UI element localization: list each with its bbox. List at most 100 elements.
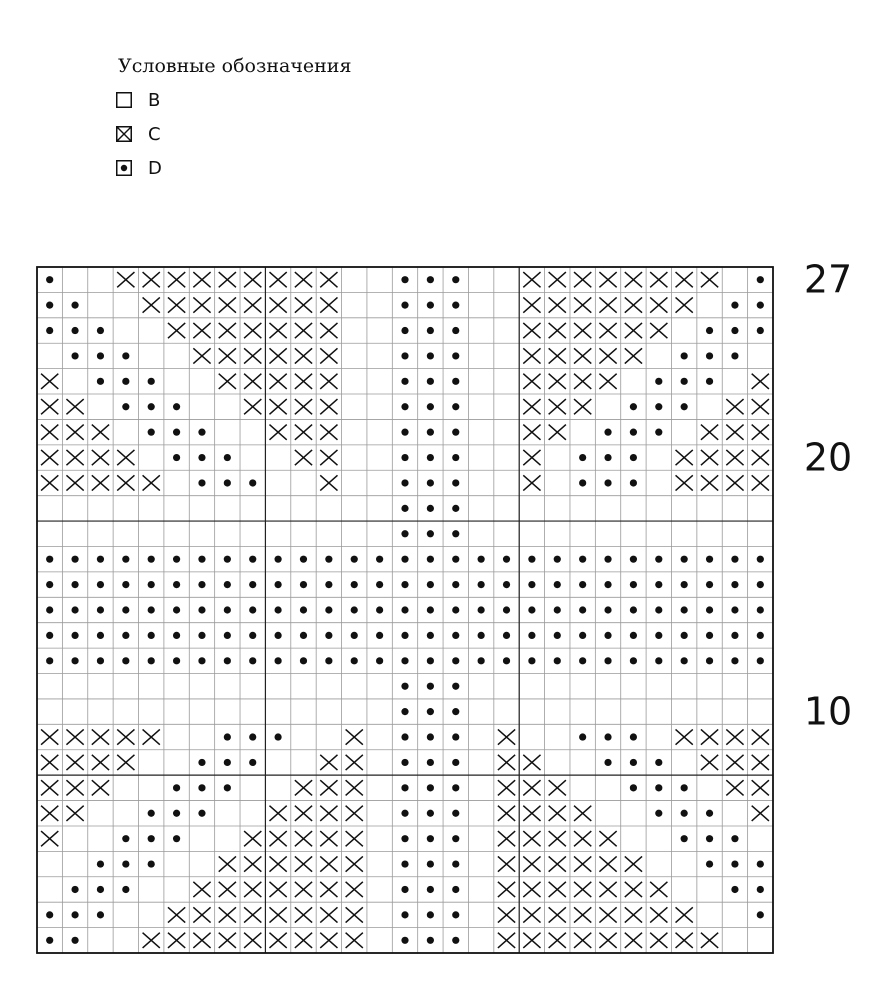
dot-stitch: [122, 580, 130, 589]
cross-stitch: [598, 830, 618, 847]
cross-stitch: [243, 881, 262, 898]
dot-stitch: [452, 606, 460, 614]
cross-stitch: [700, 754, 719, 771]
cross-stitch: [598, 906, 618, 924]
dot-stitch: [122, 835, 130, 843]
dot-stitch: [401, 809, 409, 817]
cross-stitch: [218, 373, 237, 390]
cross-stitch: [649, 322, 668, 339]
cross-stitch: [294, 932, 313, 949]
dot-stitch: [376, 631, 384, 640]
dot-stitch: [553, 580, 561, 589]
dot-stitch: [71, 885, 79, 894]
cross-stitch: [294, 906, 313, 924]
dot-stitch: [452, 276, 460, 284]
dot-stitch: [350, 580, 358, 589]
dot-stitch: [477, 606, 485, 614]
cross-stitch: [243, 855, 262, 873]
dot-stitch: [376, 657, 384, 665]
dot-stitch: [147, 403, 155, 411]
cross-stitch: [192, 271, 212, 288]
dot-stitch: [376, 606, 384, 614]
dot-stitch: [731, 885, 739, 894]
dot-stitch: [274, 657, 282, 665]
cross-stitch: [345, 728, 364, 746]
cross-stitch: [573, 347, 592, 365]
dot-stitch: [426, 784, 434, 792]
cross-stitch: [548, 322, 567, 339]
dot-stitch: [452, 403, 460, 411]
dot-stitch: [71, 301, 79, 309]
dot-stitch: [452, 453, 460, 462]
dot-stitch: [350, 657, 358, 665]
cross-stitch: [700, 449, 719, 466]
dot-stitch: [705, 631, 714, 640]
cross-stitch: [319, 449, 338, 466]
dot-stitch: [553, 606, 561, 614]
cross-stitch: [675, 728, 694, 746]
dot-stitch: [96, 580, 105, 589]
dot-stitch: [401, 885, 409, 894]
cross-stitch: [319, 932, 338, 949]
dot-stitch: [655, 657, 663, 665]
dot-stitch: [426, 377, 434, 385]
cross-stitch: [218, 906, 237, 924]
dot-stitch: [325, 631, 333, 640]
cross-stitch: [243, 906, 262, 924]
dot-stitch: [655, 606, 663, 614]
dot-stitch: [629, 733, 638, 741]
cross-stitch: [142, 932, 161, 949]
cross-stitch: [294, 423, 313, 441]
cross-stitch: [751, 398, 770, 415]
dot-stitch: [756, 606, 764, 614]
cross-stitch: [598, 373, 618, 390]
cross-stitch: [294, 373, 313, 390]
dot-stitch: [350, 606, 358, 614]
cross-stitch: [725, 728, 745, 746]
cross-stitch: [624, 271, 643, 288]
cross-stitch: [243, 398, 262, 415]
cross-stitch: [573, 271, 592, 288]
dot-stitch: [122, 631, 130, 640]
dot-stitch: [705, 606, 714, 614]
dot-stitch: [452, 326, 460, 335]
dot-stitch: [756, 276, 764, 284]
cross-stitch: [345, 932, 364, 949]
dot-stitch: [46, 555, 54, 563]
dot-stitch: [604, 428, 612, 436]
empty-square-icon: [116, 92, 132, 108]
cross-stitch: [167, 322, 186, 339]
cross-stitch: [319, 322, 338, 339]
dot-stitch: [46, 911, 54, 919]
dot-stitch: [401, 479, 409, 487]
dot-stitch: [71, 352, 79, 360]
cross-stitch: [725, 423, 745, 441]
dot-stitch: [452, 580, 460, 589]
dot-stitch: [71, 911, 79, 919]
dot-stitch: [452, 809, 460, 817]
cross-stitch: [116, 474, 135, 492]
dot-stitch: [299, 580, 308, 589]
cross-stitch: [243, 373, 262, 390]
dot-stitch: [629, 758, 638, 767]
dot-stitch: [604, 733, 612, 741]
dot-stitch: [680, 377, 688, 385]
dot-stitch: [426, 580, 434, 589]
dot-stitch: [502, 580, 511, 589]
cross-stitch: [573, 398, 592, 415]
dot-stitch: [477, 580, 485, 589]
dot-stitch: [452, 428, 460, 436]
dot-stitch: [376, 555, 384, 563]
legend-item-c: C: [116, 117, 351, 151]
cross-stitch: [192, 932, 212, 949]
dot-stitch: [401, 936, 409, 944]
dot-stitch: [426, 301, 434, 309]
dot-stitch: [629, 657, 638, 665]
cross-stitch: [268, 881, 288, 898]
dot-stitch: [705, 860, 714, 868]
cross-stitch: [192, 322, 212, 339]
dot-stitch: [426, 403, 434, 411]
cross-stitch: [548, 296, 567, 314]
dot-stitch: [147, 835, 155, 843]
dot-stitch: [274, 733, 282, 741]
